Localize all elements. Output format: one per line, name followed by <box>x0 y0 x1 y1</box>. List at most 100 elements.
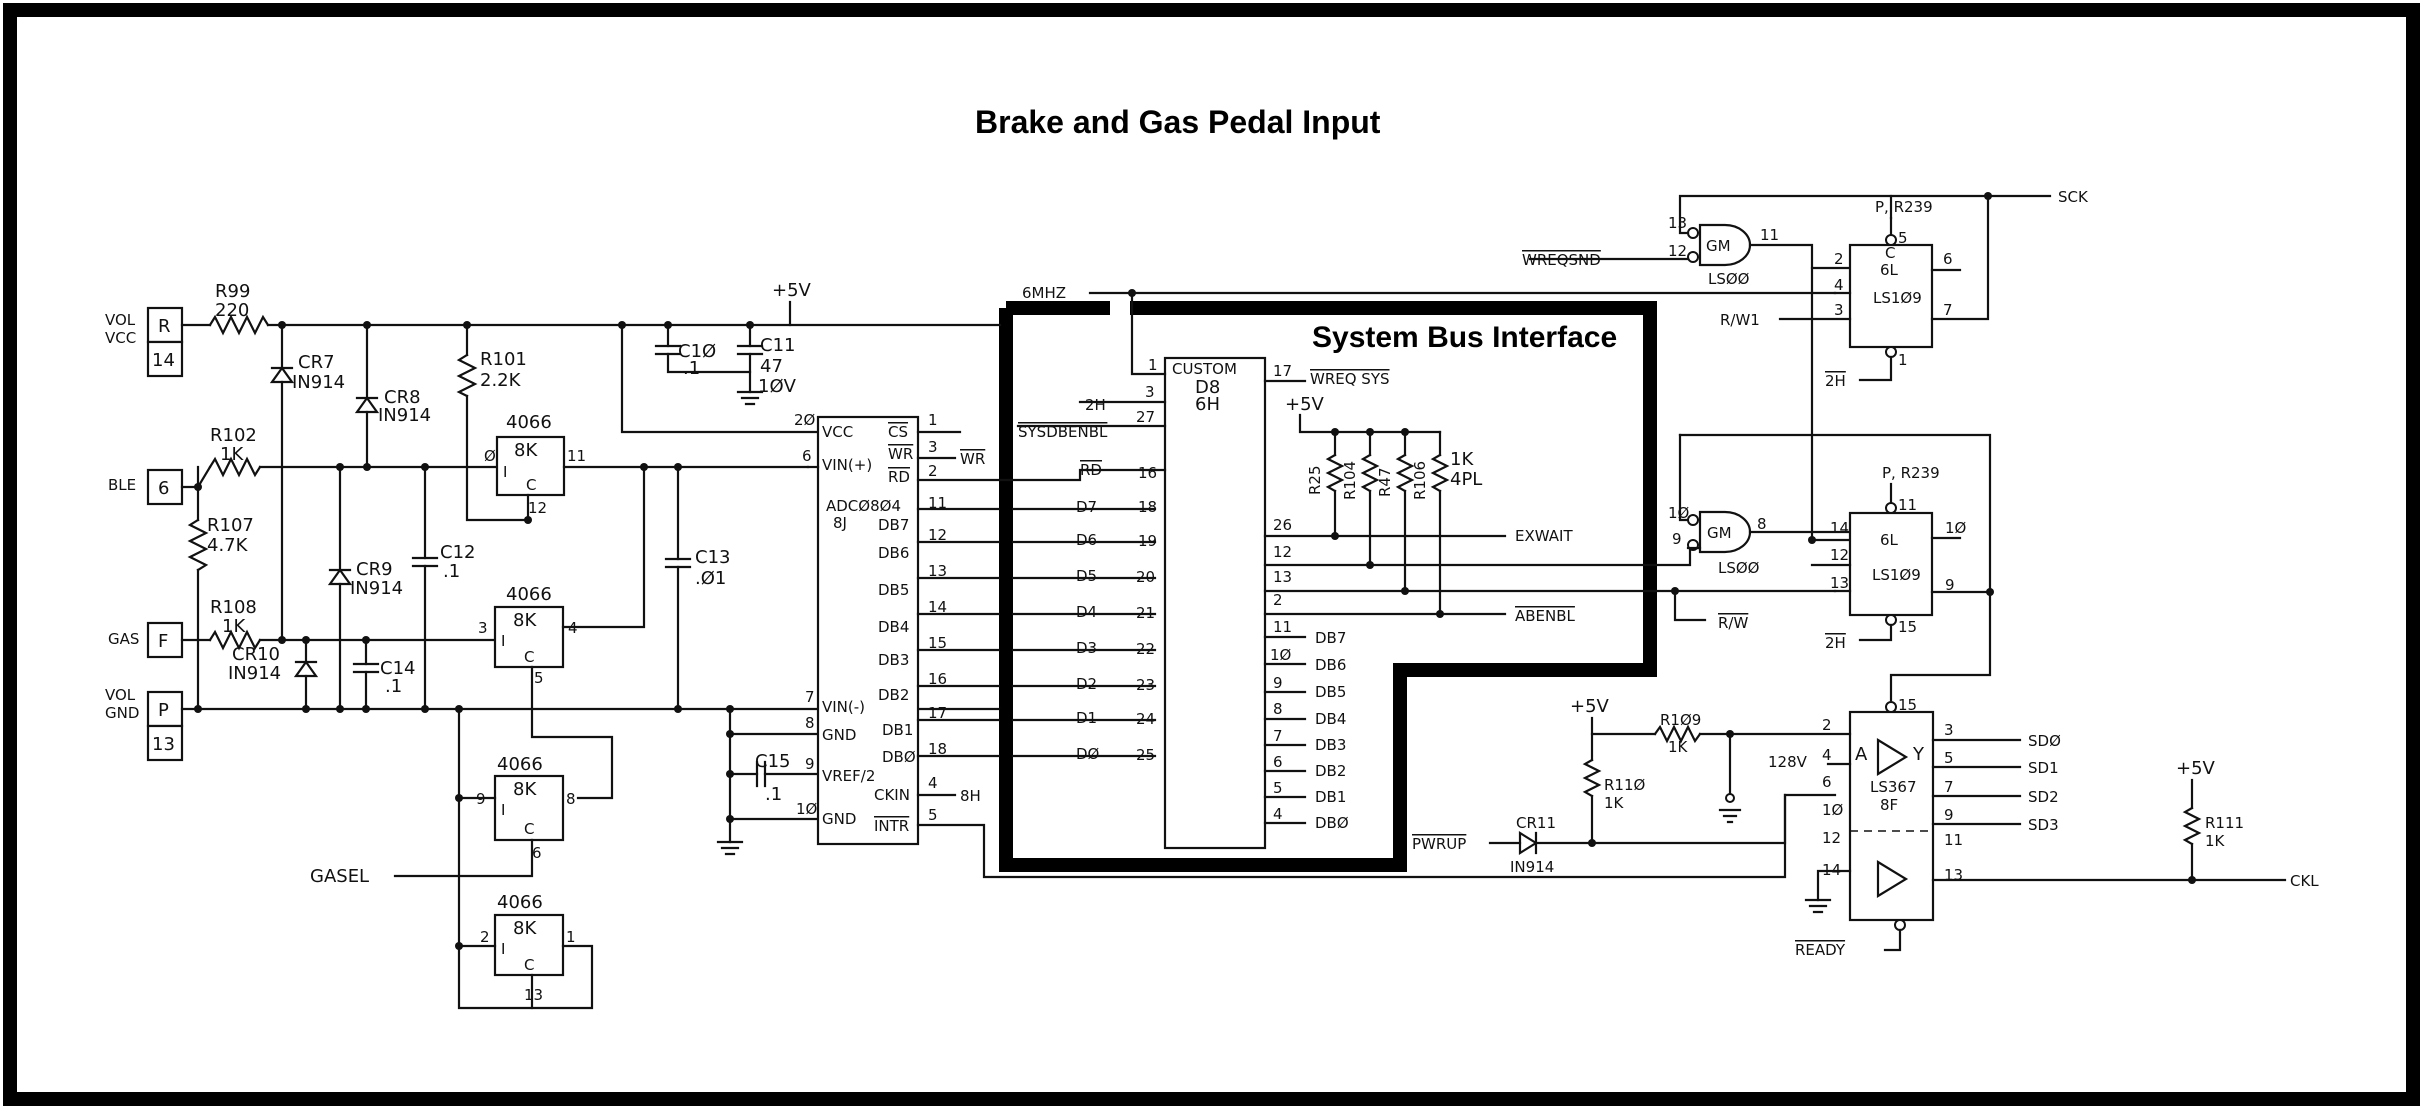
r47-label: R47 <box>1376 467 1394 497</box>
r107-label: R107 <box>207 515 254 536</box>
ff-top-p-label: C <box>1885 244 1895 262</box>
buffer-128v-signal: 128V <box>1768 753 1808 771</box>
connector-pin-6 <box>146 468 184 506</box>
adc-db6-label: DB6 <box>878 544 909 562</box>
c11-voltage: 1ØV <box>758 376 797 397</box>
adc-pin-17-num: 17 <box>928 704 947 722</box>
custom-d2-signal: D2 <box>1076 675 1097 693</box>
buffer-out-sd3: SD3 <box>2028 816 2059 834</box>
plus5v-label-top: +5V <box>772 280 812 301</box>
buffer-triangle-top <box>1876 738 1909 776</box>
custom-pin-12-num: 12 <box>1273 543 1292 561</box>
switch-3-type: 4066 <box>497 754 543 775</box>
section-label: System Bus Interface <box>1312 321 1617 354</box>
switch-3-body <box>493 774 565 842</box>
c14-value: .1 <box>385 676 402 697</box>
pullup-resistors: +5V R25 R104 R47 R106 1K 4PL <box>1285 394 1482 616</box>
r106-resistor <box>1430 453 1450 493</box>
pullup-supply: +5V <box>1285 394 1325 415</box>
custom-sysdbenbl-signal: SYSDBENBL <box>1018 423 1108 441</box>
ff-bottom-clr-signal: 2H <box>1825 634 1846 652</box>
r101-label: R101 <box>480 349 527 370</box>
adc-cs-label: CS <box>888 423 908 441</box>
ff-bottom-gate-in2: 9 <box>1672 530 1682 548</box>
buffer-ready-signal: READY <box>1795 941 1846 959</box>
adc-name: ADCØ8Ø4 <box>826 497 901 515</box>
adc-pin-5-num: 5 <box>928 806 938 824</box>
r107-value: 4.7K <box>207 535 249 556</box>
adc-wr-signal: WR <box>960 450 985 468</box>
ff-top-rw-signal: R/W1 <box>1720 311 1760 329</box>
ff-bottom-preset-label: P, R239 <box>1882 464 1940 482</box>
r110-resistor <box>1582 758 1602 798</box>
custom-pin-4r-num: 4 <box>1273 805 1283 823</box>
page-frame <box>3 3 2420 1106</box>
ff-bottom-pin-q-num: 1Ø <box>1945 519 1967 537</box>
custom-db4-signal: DB4 <box>1315 710 1346 728</box>
r109-supply: +5V <box>1570 696 1610 717</box>
ff-bottom-loc: 6L <box>1880 531 1899 549</box>
c14-label: C14 <box>380 658 415 679</box>
c14-capacitor <box>352 662 380 674</box>
connector-pin-r-number: 14 <box>152 350 175 371</box>
cr9-value: IN914 <box>350 578 403 599</box>
adc-pin-6-label: VIN(+) <box>822 456 872 474</box>
flipflop-top: GM LSØØ 13 12 11 WREQSND P, R239 5 C 6L … <box>1522 188 2089 542</box>
c13-capacitor <box>664 557 692 569</box>
connector-pin-f-letter: F <box>158 631 168 652</box>
adc-pin-1-num: 1 <box>928 411 938 429</box>
cr7-label: CR7 <box>298 352 335 373</box>
buffer-left-pin-4: 4 <box>1822 746 1832 764</box>
ff-top-pin-ck-num: 4 <box>1834 276 1844 294</box>
analog-switch-3: 4066 8K I C 9 8 6 GASEL <box>310 707 576 948</box>
ff-bottom-gate-type: LSØØ <box>1718 559 1760 577</box>
r111-group: +5V R111 1K CKL <box>2176 758 2319 890</box>
custom-pin-16-num: 16 <box>1138 464 1157 482</box>
buffer-left-pin-2: 2 <box>1822 716 1832 734</box>
switch-1-pin-in: Ø <box>484 447 496 465</box>
gas-label: GAS <box>108 630 139 648</box>
r111-label: R111 <box>2205 814 2244 832</box>
switch-3-c: C <box>524 820 534 838</box>
ff-bottom-gate-out: 8 <box>1757 515 1767 533</box>
adc-pin-9-label: VREF/2 <box>822 767 875 785</box>
system-bus-interface-boundary <box>999 301 1657 872</box>
custom-pin-24-num: 24 <box>1136 710 1155 728</box>
custom-d4-signal: D4 <box>1076 603 1097 621</box>
r110-value: 1K <box>1604 794 1625 812</box>
r109-value: 1K <box>1668 738 1689 756</box>
r101-resistor <box>456 353 478 398</box>
custom-d6-signal: D6 <box>1076 531 1097 549</box>
ff-top-gate-out: 11 <box>1760 226 1779 244</box>
r106-label: R106 <box>1411 461 1429 500</box>
connector-pin-6-letter: 6 <box>158 478 169 499</box>
cr7-diode <box>269 366 295 384</box>
custom-pin-26-num: 26 <box>1273 516 1292 534</box>
switch-3-loc: 8K <box>513 779 537 800</box>
ff-bottom-gate-label: GM <box>1707 524 1732 542</box>
ff-top-clr-signal: 2H <box>1825 372 1846 390</box>
adc-pin-11-num: 11 <box>928 494 947 512</box>
custom-pin-3-num: 3 <box>1145 383 1155 401</box>
adc-pin-10-label: GND <box>822 810 856 828</box>
c12-capacitor <box>411 556 439 568</box>
adc-wr-label: WR <box>888 445 913 463</box>
ff-top-pin-qn-num: 7 <box>1943 301 1953 319</box>
r47-resistor <box>1395 453 1415 493</box>
adc-db3-label: DB3 <box>878 651 909 669</box>
connector-pin-p-letter: P <box>158 700 169 721</box>
gasel-label: GASEL <box>310 866 369 887</box>
vol-vcc-label: VOL <box>105 311 136 329</box>
r111-supply: +5V <box>2176 758 2216 779</box>
c13-label: C13 <box>695 547 730 568</box>
custom-pin-2-num: 2 <box>1273 591 1283 609</box>
custom-db0-signal: DBØ <box>1315 814 1349 832</box>
pullup-value: 1K <box>1450 449 1474 470</box>
buffer-left-pin-6: 6 <box>1822 773 1832 791</box>
custom-d0-signal: DØ <box>1076 745 1100 763</box>
adc-ckin-signal: 8H <box>960 787 981 805</box>
switch-2-type: 4066 <box>506 584 552 605</box>
ff-bottom-pin-k-num: 13 <box>1830 574 1849 592</box>
ff-top-pin-j-num: 2 <box>1834 250 1844 268</box>
r109-resistor <box>1653 724 1702 744</box>
